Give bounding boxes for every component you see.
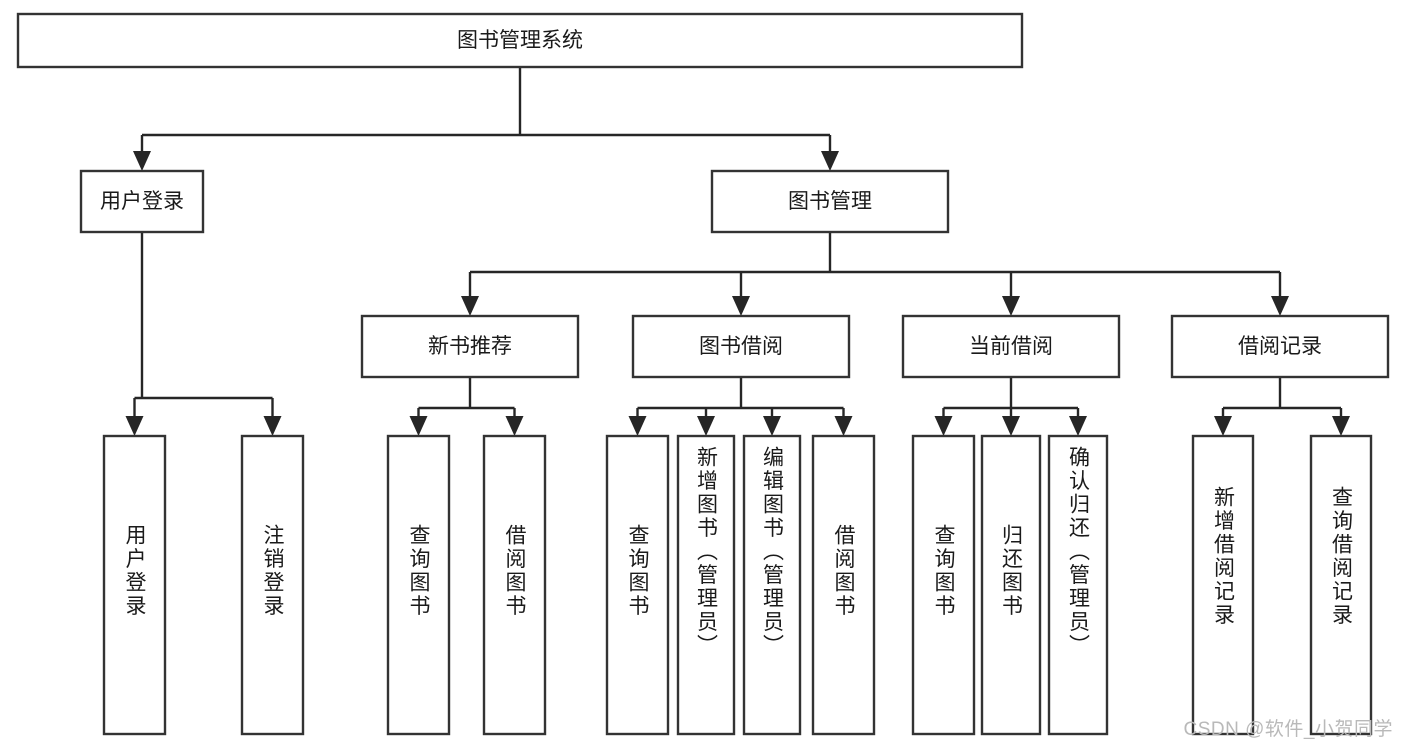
node-leaf-logout-login[interactable] <box>240 434 305 736</box>
node-leaf-user-login[interactable] <box>102 434 167 736</box>
current-borrow-to-leaves-arrow-1 <box>1002 416 1020 436</box>
book-borrow-to-leaves-arrow-0 <box>628 416 647 436</box>
node-borrow-record[interactable] <box>1170 314 1390 379</box>
node-book-borrow[interactable] <box>631 314 851 379</box>
borrow-record-to-leaves-arrow-0 <box>1214 416 1232 436</box>
node-current-borrow-label: 当前借阅 <box>969 335 1053 358</box>
current-borrow-to-leaves-arrow-0 <box>934 416 953 436</box>
book-manage-to-level3-arrow-2 <box>1002 296 1020 316</box>
new-book-recommend-to-leaves-arrow-1 <box>505 416 524 436</box>
root-to-level2-arrow-1 <box>821 151 839 171</box>
book-manage-to-level3-arrow-3 <box>1271 296 1289 316</box>
csdn-watermark: CSDN @软件_小贺同学 <box>1183 719 1393 740</box>
book-manage-to-level3-arrow-1 <box>732 296 750 316</box>
node-current-borrow[interactable] <box>901 314 1121 379</box>
node-book-manage[interactable] <box>710 169 950 234</box>
connectors-layer <box>125 67 1350 436</box>
book-borrow-to-leaves-arrow-3 <box>834 416 853 436</box>
node-book-borrow-label: 图书借阅 <box>699 335 783 358</box>
node-leaf-add-borrow-record[interactable] <box>1191 434 1255 736</box>
node-root-system[interactable] <box>16 12 1024 69</box>
node-leaf-query-book-borrow[interactable] <box>605 434 670 736</box>
node-leaf-edit-book-admin[interactable] <box>742 434 802 736</box>
node-leaf-add-book-admin[interactable] <box>676 434 736 736</box>
node-book-manage-label: 图书管理 <box>788 190 872 213</box>
current-borrow-to-leaves-arrow-2 <box>1069 416 1087 436</box>
node-leaf-query-borrow-record[interactable] <box>1309 434 1373 736</box>
node-leaf-borrow-book[interactable] <box>811 434 876 736</box>
node-new-book-recommend[interactable] <box>360 314 580 379</box>
new-book-recommend-to-leaves-arrow-0 <box>409 416 428 436</box>
book-borrow-to-leaves-arrow-2 <box>763 416 781 436</box>
node-leaf-query-book-current[interactable] <box>911 434 976 736</box>
node-user-login-label: 用户登录 <box>100 190 184 213</box>
user-login-to-leaves-arrow-1 <box>263 416 282 436</box>
user-login-to-leaves-arrow-0 <box>125 416 144 436</box>
book-borrow-to-leaves-arrow-1 <box>697 416 715 436</box>
node-leaf-return-book[interactable] <box>980 434 1042 736</box>
node-borrow-record-label: 借阅记录 <box>1238 335 1322 358</box>
node-leaf-borrow-book-recommend[interactable] <box>482 434 547 736</box>
boxes-layer <box>16 12 1390 736</box>
node-root-system-label: 图书管理系统 <box>457 29 583 52</box>
root-to-level2-arrow-0 <box>133 151 151 171</box>
node-user-login[interactable] <box>79 169 205 234</box>
node-new-book-recommend-label: 新书推荐 <box>428 335 512 358</box>
node-leaf-query-book-recommend[interactable] <box>386 434 451 736</box>
book-manage-to-level3-arrow-0 <box>461 296 479 316</box>
borrow-record-to-leaves-arrow-1 <box>1332 416 1350 436</box>
node-leaf-confirm-return-admin[interactable] <box>1047 434 1109 736</box>
